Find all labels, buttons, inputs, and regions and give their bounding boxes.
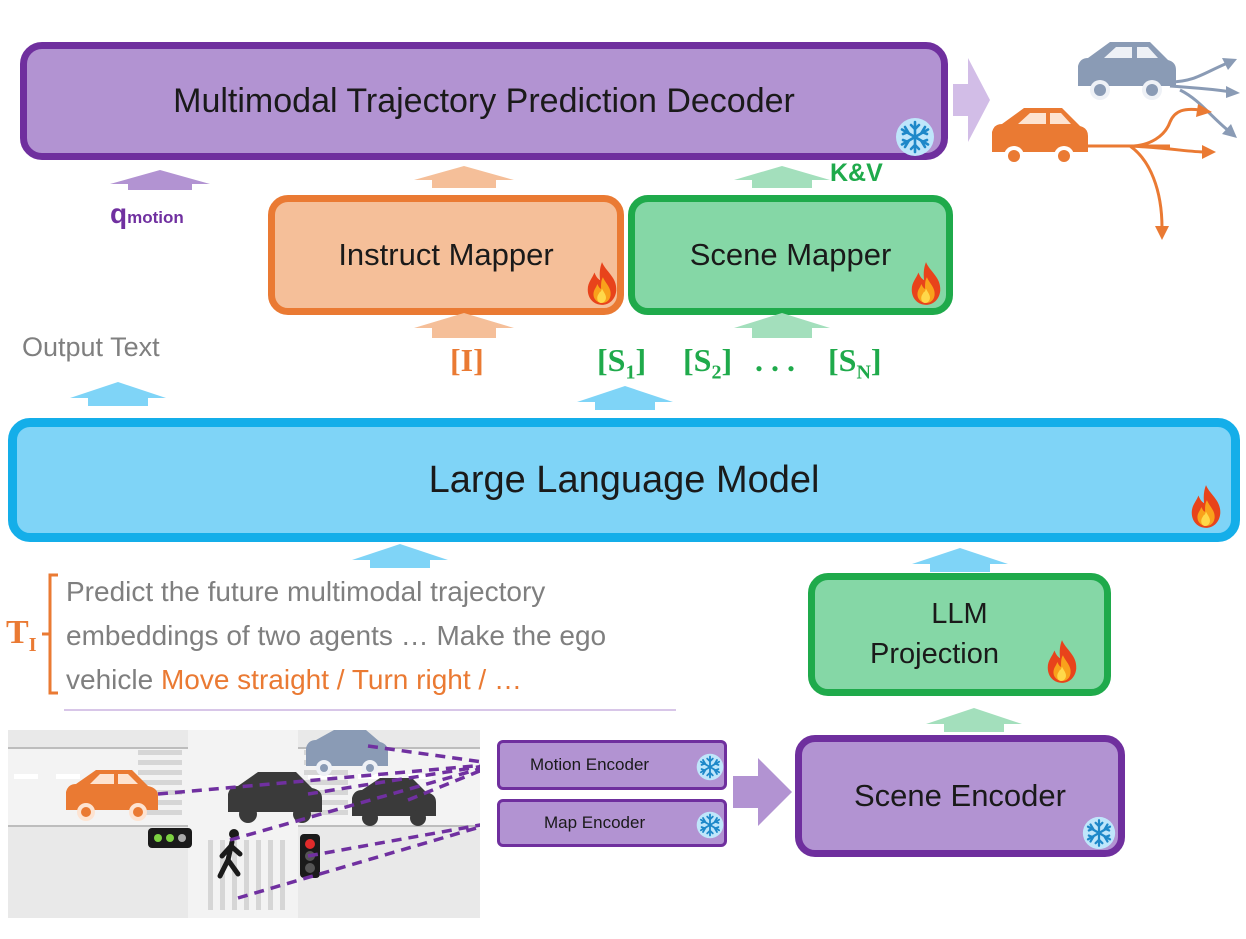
instruct-mapper-label: Instruct Mapper bbox=[338, 237, 554, 272]
output-text-arrow bbox=[70, 382, 166, 406]
flame-icon bbox=[583, 260, 621, 306]
scene-to-decoder-arrow bbox=[734, 166, 830, 188]
output-text-label: Output Text bbox=[22, 332, 160, 362]
flame-icon bbox=[907, 260, 945, 306]
encoder-to-projection-arrow bbox=[926, 708, 1022, 732]
traffic-scene-image bbox=[8, 730, 480, 918]
map-encoder-box: Map Encoder bbox=[497, 799, 727, 847]
instruction-prompt: Predict the future multimodal trajectory… bbox=[66, 570, 606, 702]
green-traffic-light-icon bbox=[148, 828, 192, 848]
scene-encoder-label: Scene Encoder bbox=[854, 778, 1066, 813]
scene-token-n: [SN] bbox=[828, 342, 882, 384]
instruct-token-arrow bbox=[414, 313, 514, 338]
blue-car-icon bbox=[306, 730, 388, 776]
llm-projection-line2: Projection bbox=[870, 637, 999, 670]
q-motion-arrow bbox=[110, 170, 210, 190]
scene-encoder-box: Scene Encoder bbox=[795, 735, 1125, 857]
projection-to-llm-arrow bbox=[912, 548, 1008, 572]
snowflake-icon bbox=[895, 117, 935, 157]
prompt-line-3: vehicle Move straight / Turn right / … bbox=[66, 664, 522, 695]
pedestrian-icon bbox=[217, 829, 243, 879]
encoder-links bbox=[157, 744, 480, 900]
scene-token-ellipsis: . . . bbox=[755, 342, 795, 378]
instruct-mapper-box: Instruct Mapper bbox=[268, 195, 624, 315]
trajectory-decoder-label: Multimodal Trajectory Prediction Decoder bbox=[173, 81, 795, 120]
prompt-line-1: Predict the future multimodal trajectory bbox=[66, 576, 546, 607]
scene-token-1: [S1] bbox=[597, 342, 647, 384]
instruct-to-decoder-arrow bbox=[414, 166, 514, 188]
gray-agent-trajectory bbox=[1169, 58, 1240, 138]
llm-projection-line1: LLM bbox=[931, 598, 988, 631]
ego-car-icon bbox=[66, 770, 158, 821]
q-motion-label: qmotion bbox=[110, 198, 184, 229]
prompt-behavior-options: Move straight / Turn right / … bbox=[160, 664, 522, 695]
llm-token-arrow bbox=[577, 386, 673, 410]
flame-icon bbox=[1187, 483, 1225, 529]
trajectory-decoder-box: Multimodal Trajectory Prediction Decoder bbox=[20, 42, 948, 160]
small-encoders-to-scene-encoder-arrow bbox=[733, 758, 792, 826]
scene-token-2: [S2] bbox=[683, 342, 733, 384]
llm-projection-box: LLM Projection bbox=[808, 573, 1111, 696]
scene-mapper-label: Scene Mapper bbox=[689, 237, 892, 272]
orange-agent-trajectory bbox=[1080, 104, 1216, 240]
llm-label: Large Language Model bbox=[428, 458, 820, 501]
instruction-token-label: TI bbox=[6, 614, 37, 656]
orange-car-icon bbox=[992, 108, 1088, 166]
snowflake-icon bbox=[1082, 816, 1116, 850]
instruct-token: [I] bbox=[450, 342, 484, 378]
prompt-line-2: embeddings of two agents … Make the ego bbox=[66, 620, 607, 651]
motion-encoder-box: Motion Encoder bbox=[497, 740, 727, 790]
snowflake-icon bbox=[696, 753, 724, 781]
flame-icon bbox=[1043, 638, 1081, 684]
map-encoder-label: Map Encoder bbox=[544, 813, 646, 832]
gray-car-icon bbox=[1078, 42, 1176, 100]
instruction-bracket bbox=[42, 573, 58, 695]
kv-label: K&V bbox=[830, 159, 883, 187]
snowflake-icon bbox=[696, 811, 724, 839]
large-language-model-box: Large Language Model bbox=[8, 418, 1240, 542]
prompt-to-llm-arrow bbox=[352, 544, 448, 568]
scene-mapper-box: Scene Mapper bbox=[628, 195, 953, 315]
decoder-output-arrow bbox=[953, 58, 990, 142]
scene-token-arrow bbox=[734, 313, 830, 338]
motion-encoder-label: Motion Encoder bbox=[530, 755, 650, 774]
